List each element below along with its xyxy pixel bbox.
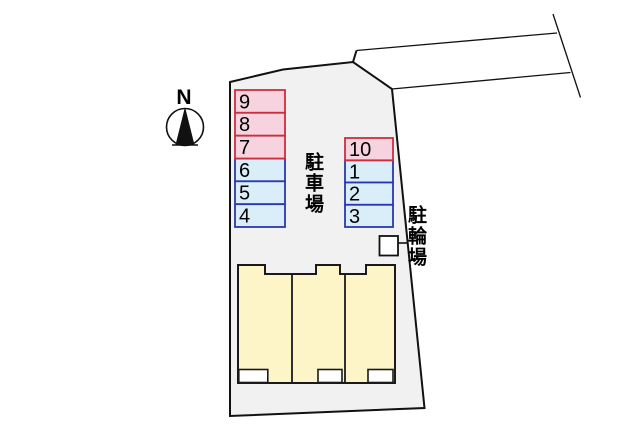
parking-space-4 — [234, 203, 286, 228]
parking-space-9-label: 9 — [239, 91, 250, 113]
parking-space-6-label: 6 — [239, 160, 250, 182]
building-entrance-3 — [367, 368, 394, 384]
parking-space-10 — [344, 137, 394, 162]
road-top-edge — [356, 32, 558, 52]
parking-left-column: 9 8 7 6 5 4 — [234, 89, 286, 228]
building-entrance-2 — [317, 368, 343, 384]
parking-space-7 — [234, 134, 286, 160]
parking-area-label: 駐車場 — [302, 152, 323, 215]
parking-right-column: 10 1 2 3 — [344, 137, 394, 228]
parking-space-4-label: 4 — [239, 206, 250, 228]
parking-space-8-label: 8 — [239, 114, 250, 136]
compass-north-label: N — [176, 86, 191, 109]
road — [352, 13, 582, 98]
building-entrance-1 — [238, 368, 269, 384]
parking-space-3 — [344, 203, 394, 228]
road-boundary-segment — [352, 50, 358, 63]
parking-space-3-label: 3 — [349, 206, 360, 228]
parking-space-2-label: 2 — [349, 184, 360, 206]
bicycle-parking — [378, 235, 409, 257]
parking-space-5-label: 5 — [239, 183, 250, 205]
compass: N — [165, 86, 205, 147]
parking-space-7-label: 7 — [239, 137, 250, 159]
road-end-edge — [552, 13, 582, 98]
bicycle-parking-box — [378, 235, 399, 257]
bicycle-area-label: 駐輪場 — [405, 205, 426, 268]
parking-space-10-label: 10 — [349, 139, 371, 161]
road-bottom-edge — [391, 71, 571, 90]
parking-space-1-label: 1 — [349, 161, 360, 183]
building-outline — [237, 264, 396, 384]
building — [237, 264, 396, 384]
